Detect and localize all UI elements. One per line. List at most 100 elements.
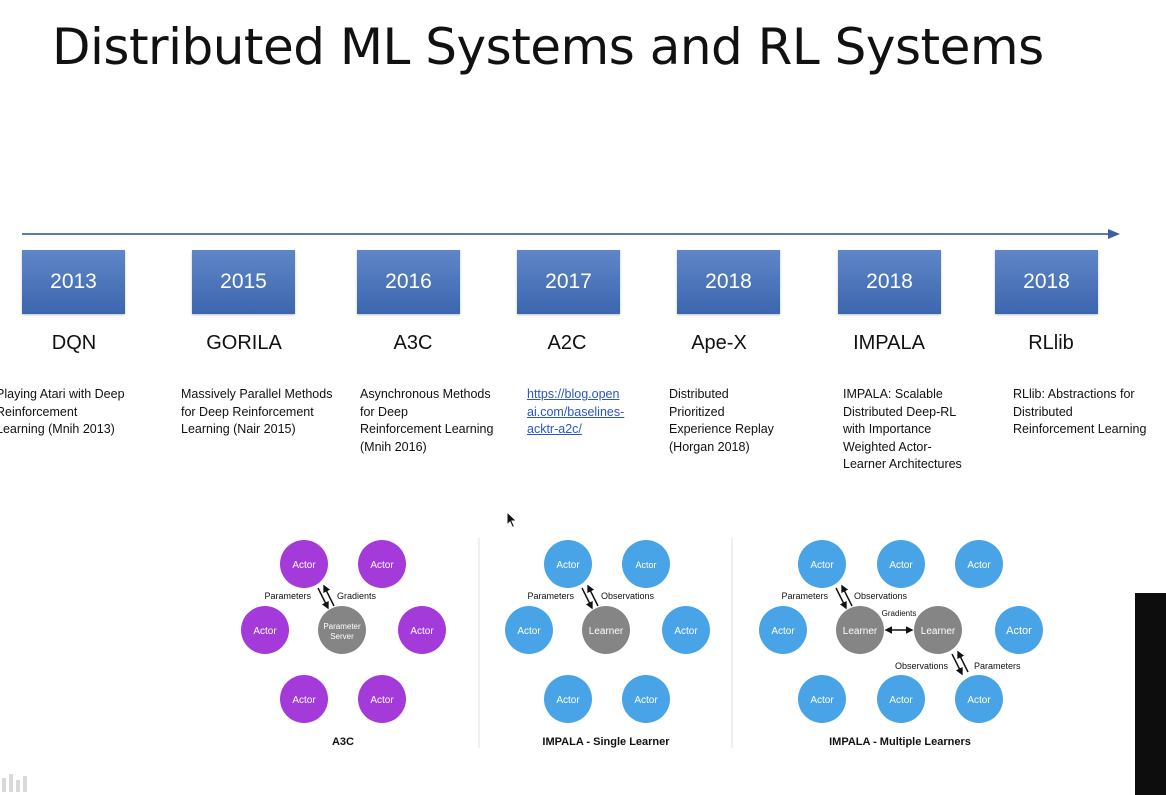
actor-label: Actor — [253, 626, 277, 637]
parameter-server-label: Server — [330, 632, 354, 641]
actor-node — [877, 540, 925, 588]
actor-node — [358, 675, 406, 723]
system-name-gorila: GORILA — [206, 332, 282, 354]
paper-gorila: Massively Parallel Methods for Deep Rein… — [181, 387, 333, 436]
actor-node — [798, 675, 846, 723]
label-parameters: Parameters — [264, 591, 311, 601]
actor-node — [995, 606, 1043, 654]
actor-label: Actor — [967, 560, 991, 571]
actor-node — [398, 606, 446, 654]
system-name-a3c: A3C — [393, 332, 433, 354]
actor-node — [877, 675, 925, 723]
actor-label: Actor — [1006, 625, 1032, 637]
actor-node — [505, 606, 553, 654]
year-box-rllib: 2018 — [995, 250, 1098, 314]
arrow-parameters — [317, 587, 329, 610]
video-overlay-edge — [1135, 593, 1166, 795]
actor-label: Actor — [556, 695, 580, 706]
label-observations: Observations — [601, 591, 655, 601]
system-name-dqn: DQN — [51, 332, 97, 354]
actor-node — [358, 540, 406, 588]
paper-apex: Distributed Prioritized Experience Repla… — [669, 387, 774, 454]
actor-label: Actor — [967, 695, 991, 706]
actor-node — [662, 606, 710, 654]
diagram-caption-impala-single: IMPALA - Single Learner — [542, 736, 670, 748]
actor-label: Actor — [674, 626, 698, 637]
impala-multi-diagram: Actor Actor Actor Actor Actor Actor Acto… — [759, 540, 1043, 748]
actor-label: Actor — [292, 695, 316, 706]
architecture-diagrams: Actor Actor Actor Actor Actor Actor Para… — [238, 530, 1058, 760]
actor-node — [280, 540, 328, 588]
actor-node — [544, 675, 592, 723]
actor-label: Actor — [517, 626, 541, 637]
actor-label: Actor — [634, 695, 658, 706]
arrow-parameters-lower — [957, 650, 969, 673]
year-box-gorila: 2015 — [192, 250, 295, 314]
actor-label: Actor — [292, 560, 316, 571]
paper-impala: IMPALA: Scalable Distributed Deep-RL wit… — [843, 387, 962, 471]
label-gradients: Gradients — [882, 609, 917, 618]
arrow-observations-lower — [951, 653, 963, 676]
actor-label: Actor — [370, 695, 394, 706]
year-box-dqn: 2013 — [22, 250, 125, 314]
actor-label: Actor — [889, 695, 913, 706]
label-observations: Observations — [854, 591, 908, 601]
actor-node — [759, 606, 807, 654]
arrow-observations — [841, 584, 853, 607]
actor-label: Actor — [410, 626, 434, 637]
actor-node — [280, 675, 328, 723]
learner-label: Learner — [589, 626, 624, 637]
a3c-diagram: Actor Actor Actor Actor Actor Actor Para… — [241, 540, 446, 748]
label-parameters: Parameters — [527, 591, 574, 601]
arrow-gradients — [323, 584, 335, 607]
actor-label: Actor — [635, 560, 656, 570]
year-box-impala: 2018 — [838, 250, 941, 314]
system-name-a2c: A2C — [547, 332, 587, 354]
system-name-impala: IMPALA — [853, 332, 925, 354]
paper-rllib: RLlib: Abstractions for Distributed Rein… — [1013, 387, 1147, 436]
learner-label: Learner — [843, 626, 878, 637]
arrow-observations — [587, 584, 599, 607]
learner-label: Learner — [921, 626, 956, 637]
actor-label: Actor — [771, 626, 795, 637]
system-name-rllib: RLlib — [1028, 332, 1074, 354]
actor-node — [622, 540, 670, 588]
actor-node — [241, 606, 289, 654]
actor-node — [955, 675, 1003, 723]
actor-label: Actor — [810, 560, 834, 571]
timeline-axis — [22, 233, 1112, 235]
paper-link-a2c[interactable]: https://blog.open ai.com/baselines- ackt… — [527, 387, 625, 436]
diagram-caption-a3c: A3C — [332, 736, 354, 748]
paper-dqn: Playing Atari with Deep Reinforcement Le… — [0, 387, 125, 436]
timeline-arrowhead — [1108, 229, 1120, 239]
learner-node — [914, 606, 962, 654]
paper-a3c: Asynchronous Methods for Deep Reinforcem… — [360, 387, 494, 454]
actor-node — [544, 540, 592, 588]
impala-single-diagram: Actor Actor Actor Actor Actor Actor Lear… — [505, 540, 710, 748]
label-gradients: Gradients — [337, 591, 377, 601]
year-box-a2c: 2017 — [517, 250, 620, 314]
actor-label: Actor — [889, 560, 913, 571]
label-observations-lower: Observations — [895, 661, 949, 671]
watermark-logo-icon — [2, 774, 27, 792]
actor-node — [798, 540, 846, 588]
mouse-cursor-icon — [506, 511, 518, 529]
actor-label: Actor — [556, 560, 580, 571]
label-parameters: Parameters — [781, 591, 828, 601]
actor-label: Actor — [370, 560, 394, 571]
label-parameters-lower: Parameters — [974, 661, 1021, 671]
year-box-a3c: 2016 — [357, 250, 460, 314]
learner-node — [582, 606, 630, 654]
diagram-caption-impala-multi: IMPALA - Multiple Learners — [829, 736, 971, 748]
actor-node — [622, 675, 670, 723]
year-box-apex: 2018 — [677, 250, 780, 314]
parameter-server-label: Parameter — [323, 622, 361, 631]
learner-node — [836, 606, 884, 654]
actor-node — [955, 540, 1003, 588]
parameter-server-node — [318, 606, 366, 654]
arrow-parameters — [581, 587, 593, 610]
actor-label: Actor — [810, 695, 834, 706]
arrow-parameters — [835, 587, 847, 610]
system-name-apex: Ape-X — [691, 332, 747, 354]
slide-title: Distributed ML Systems and RL Systems — [52, 18, 1044, 76]
